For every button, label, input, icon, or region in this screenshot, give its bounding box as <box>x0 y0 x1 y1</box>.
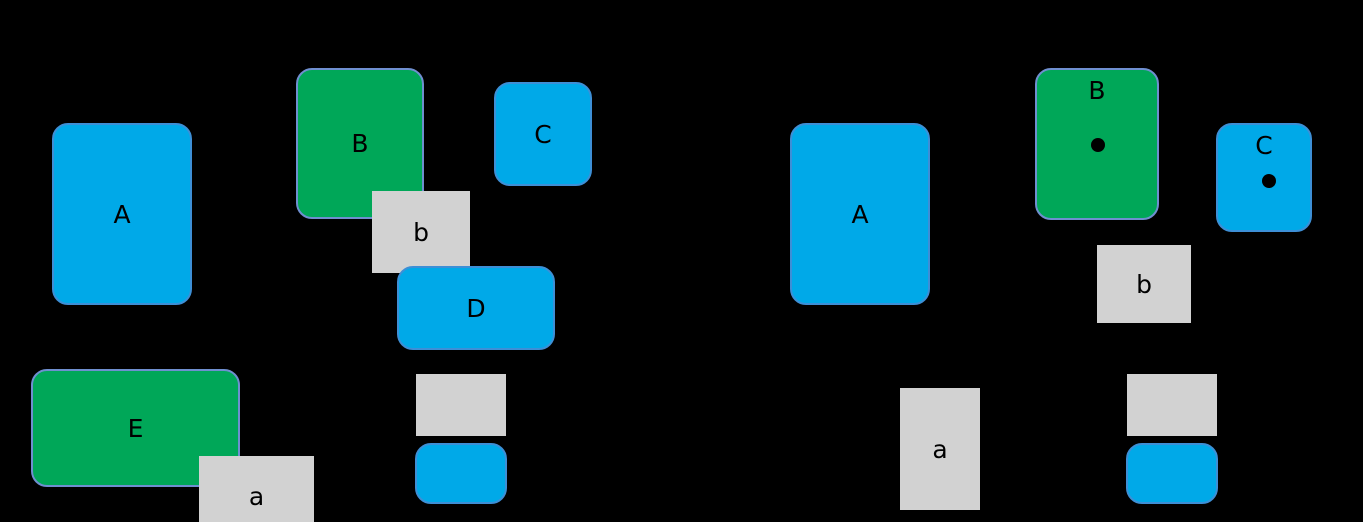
shape-left-blank-blue[interactable] <box>415 443 507 504</box>
shape-label: B <box>1088 76 1106 105</box>
shape-label: C <box>1255 131 1273 160</box>
shape-right-a[interactable]: A <box>790 123 930 305</box>
shape-right-small-b[interactable]: b <box>1097 245 1191 323</box>
shape-right-blank-blue[interactable] <box>1126 443 1218 504</box>
shape-left-d[interactable]: D <box>397 266 555 350</box>
shape-right-small-a[interactable]: a <box>900 388 980 510</box>
shape-left-blank-gray[interactable] <box>416 374 506 436</box>
shape-right-blank-gray[interactable] <box>1127 374 1217 436</box>
shape-label: a <box>932 434 948 464</box>
dot-marker <box>1262 174 1276 188</box>
shape-label: b <box>1136 269 1152 299</box>
shape-right-b[interactable]: B <box>1035 68 1159 220</box>
shape-right-c[interactable]: C <box>1216 123 1312 232</box>
shape-label: A <box>851 199 869 229</box>
dot-marker <box>1091 138 1105 152</box>
